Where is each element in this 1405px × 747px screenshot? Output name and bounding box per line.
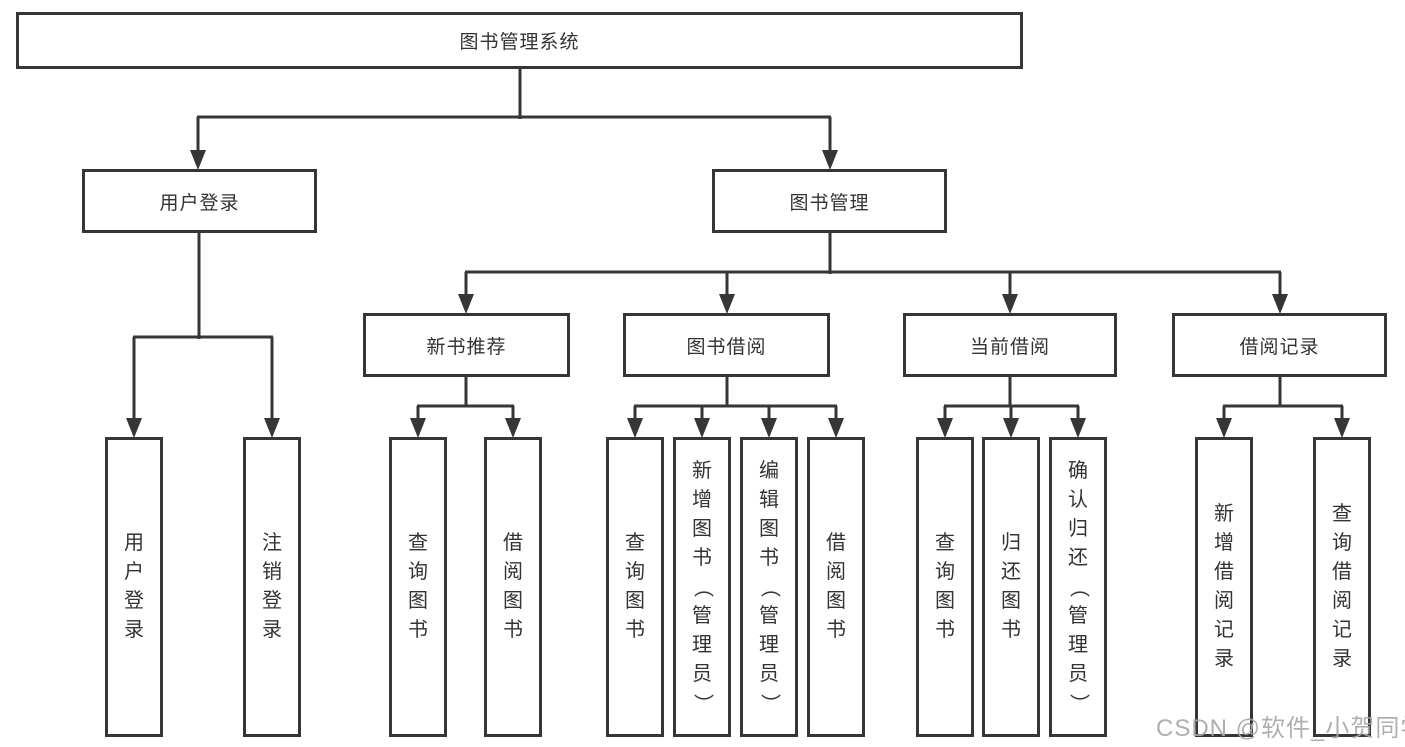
- node-current-borrow: 当前借阅: [903, 313, 1117, 377]
- leaf-confirm-return-admin: 确认归还（管理员）: [1049, 437, 1107, 737]
- leaf-borrow-book-recommend: 借阅图书: [484, 437, 542, 737]
- leaf-add-book-admin: 新增图书（管理员）: [673, 437, 731, 737]
- leaf-query-book-recommend: 查询图书: [389, 437, 447, 737]
- leaf-query-borrow-record: 查询借阅记录: [1313, 437, 1371, 737]
- leaf-edit-book-admin: 编辑图书（管理员）: [740, 437, 798, 737]
- node-new-book-recommend: 新书推荐: [363, 313, 570, 377]
- node-book-management: 图书管理: [712, 169, 947, 233]
- leaf-add-borrow-record: 新增借阅记录: [1195, 437, 1253, 737]
- leaf-logout: 注销登录: [243, 437, 301, 737]
- leaf-query-book-current: 查询图书: [916, 437, 974, 737]
- leaf-borrow-book: 借阅图书: [807, 437, 865, 737]
- node-library-system: 图书管理系统: [16, 12, 1023, 69]
- node-user-login: 用户登录: [82, 169, 317, 233]
- node-borrow-records: 借阅记录: [1172, 313, 1387, 377]
- leaf-user-login: 用户登录: [105, 437, 163, 737]
- leaf-return-book: 归还图书: [982, 437, 1040, 737]
- csdn-watermark: CSDN @软件_小贺同学: [1156, 715, 1405, 742]
- node-book-borrow: 图书借阅: [623, 313, 830, 377]
- leaf-query-book-borrow: 查询图书: [606, 437, 664, 737]
